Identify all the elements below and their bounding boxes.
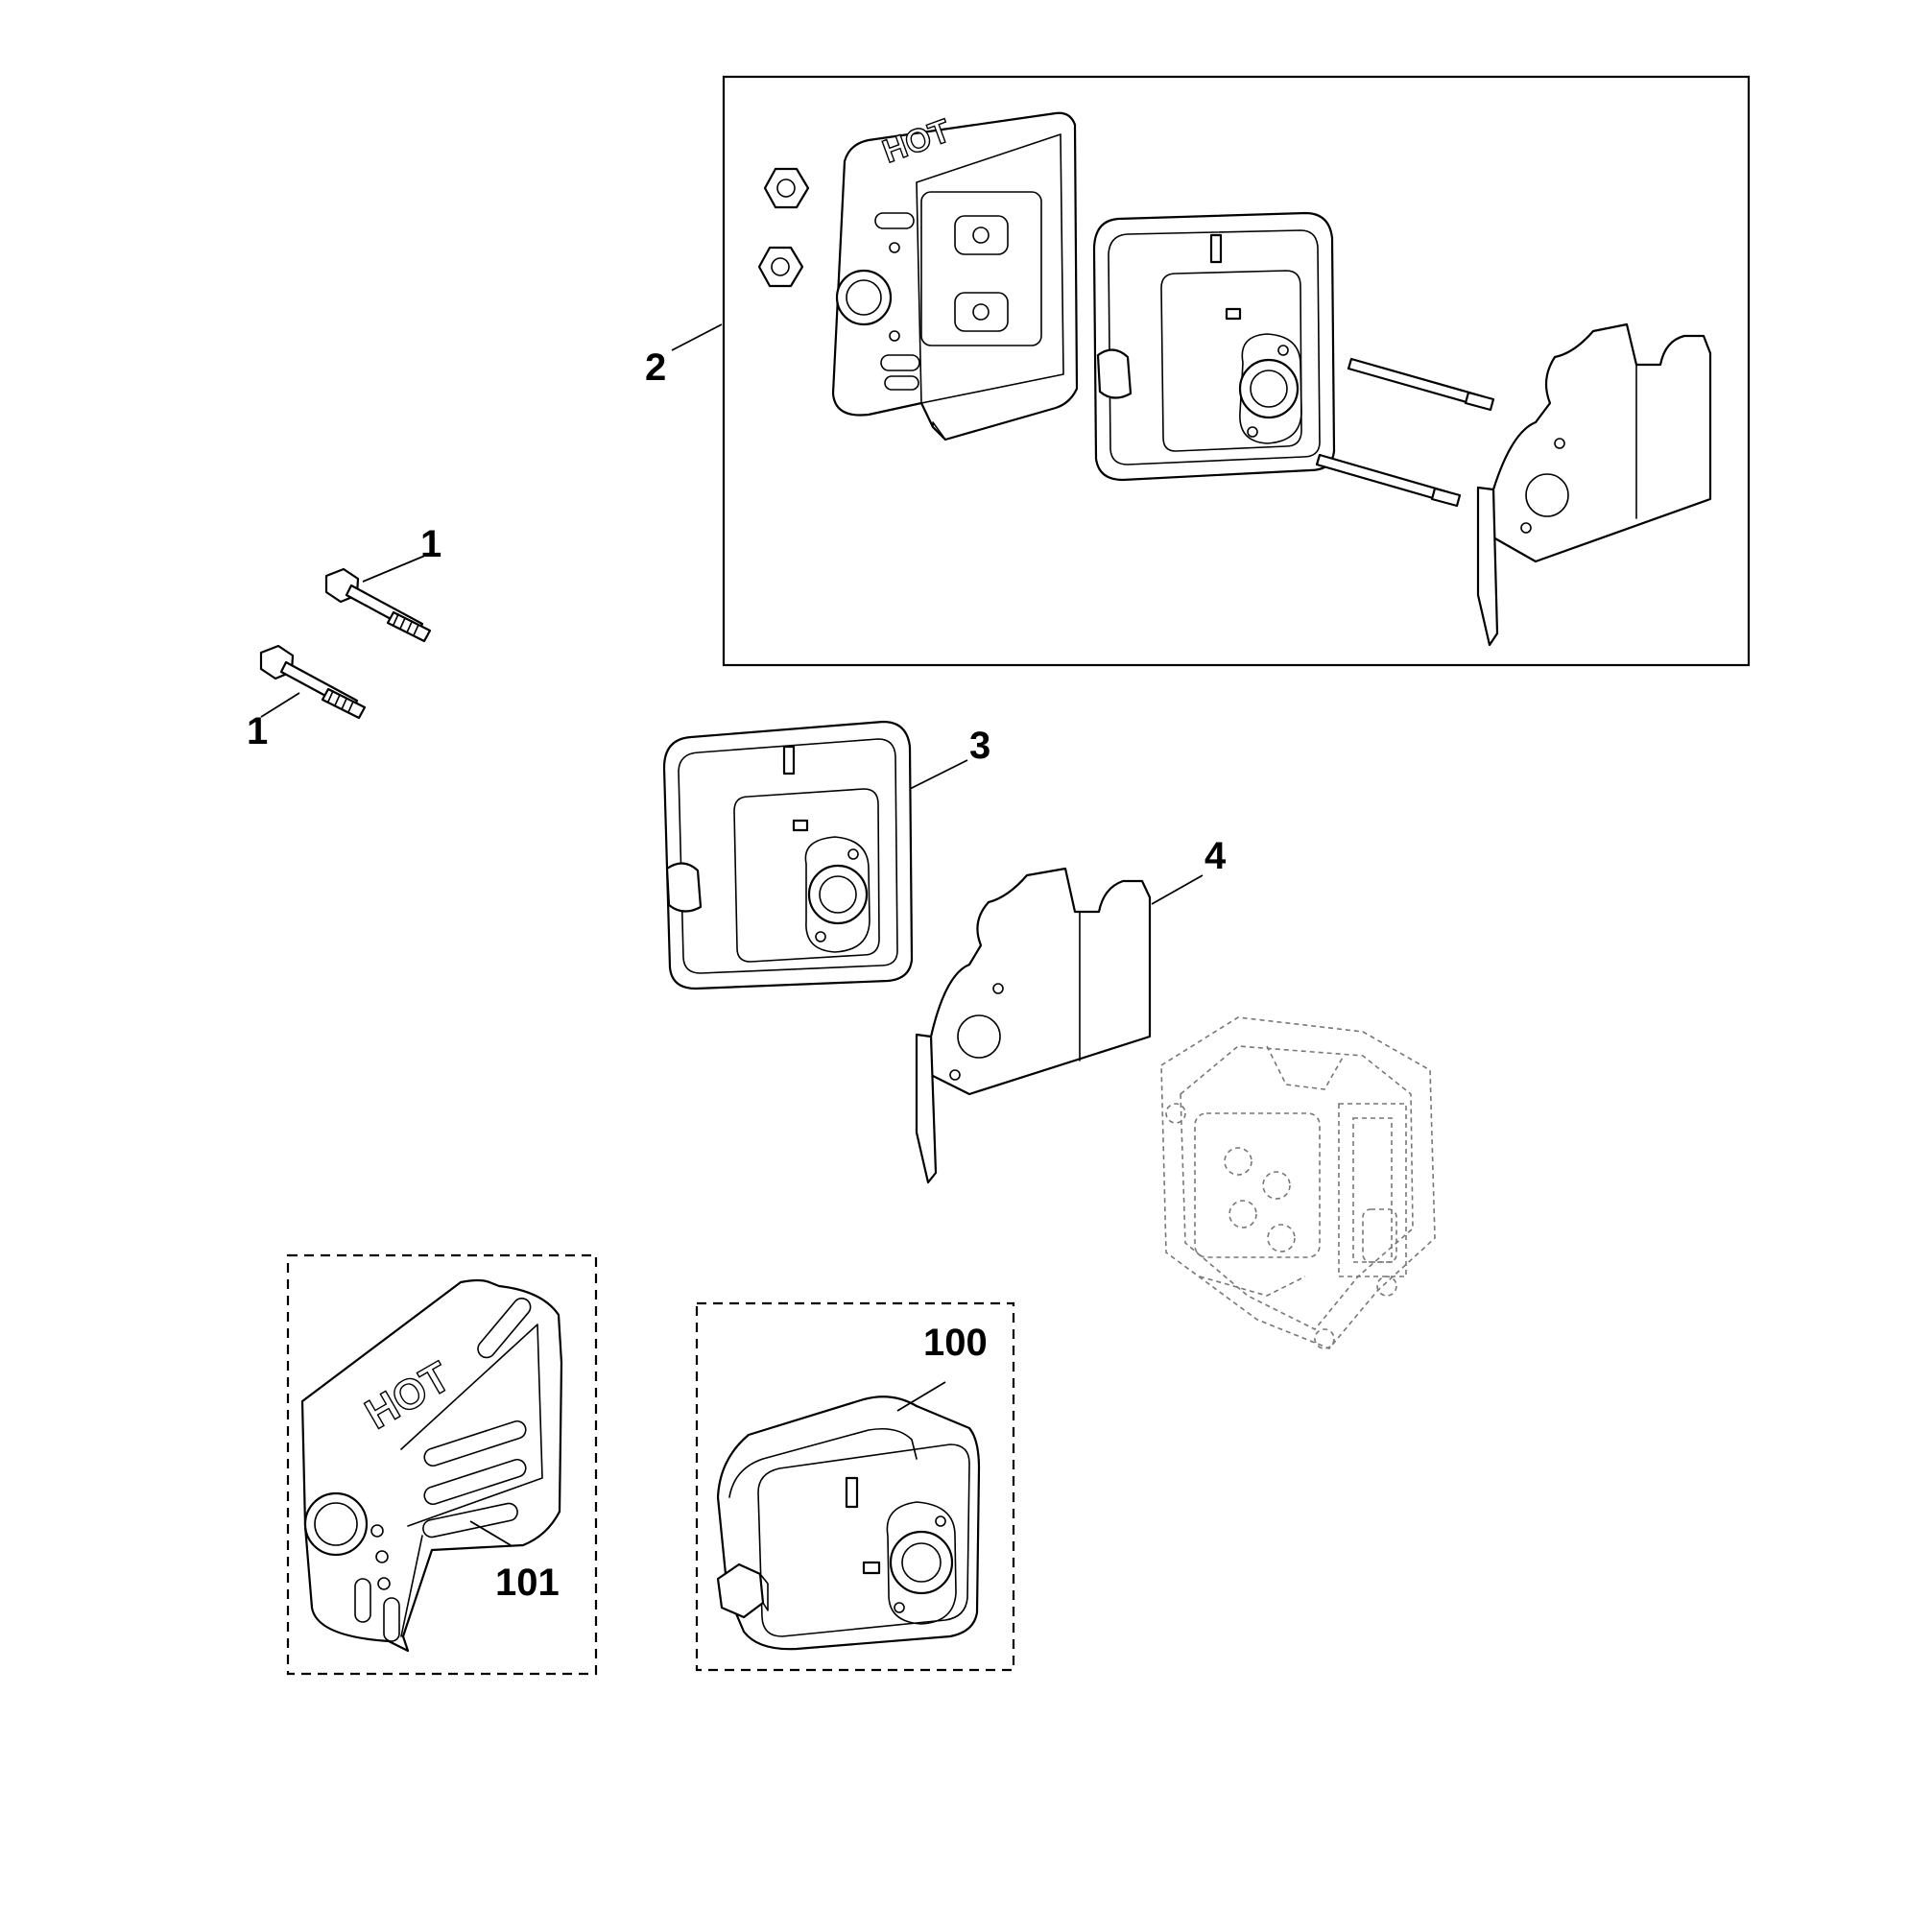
- kit-heat-shield: [1476, 322, 1712, 647]
- muffler-guard: HOT: [300, 1278, 563, 1653]
- kit-frame: [722, 75, 1751, 667]
- bolt-lower-leader-line: [260, 692, 300, 718]
- callout-2: 2: [645, 346, 666, 389]
- stud-lower: [1315, 453, 1462, 508]
- muffler-leader-line: [909, 759, 968, 790]
- flange-nut-lower: [757, 246, 804, 288]
- callout-101: 101: [495, 1562, 560, 1604]
- engine-reference-phantom: [1160, 1016, 1436, 1349]
- callout-3: 3: [969, 725, 990, 767]
- kit-leader-line: [671, 323, 723, 351]
- bolt-upper: [324, 567, 432, 643]
- muffler-alt: [716, 1395, 981, 1651]
- callout-100: 100: [923, 1322, 988, 1364]
- heat-shield-leader-line: [1151, 874, 1204, 905]
- bolt-upper-leader-line: [362, 554, 428, 583]
- callout-4: 4: [1205, 835, 1227, 877]
- callout-1-upper: 1: [420, 523, 441, 565]
- guard-option-frame: [286, 1253, 598, 1676]
- kit-muffler-guard: HOT: [831, 111, 1079, 441]
- guard-option-leader-line: [469, 1520, 512, 1546]
- kit-muffler: [1092, 211, 1336, 482]
- muffler: [662, 720, 914, 990]
- flange-nut-upper: [763, 167, 810, 209]
- muffler-option-leader-line: [896, 1381, 946, 1412]
- heat-shield: [915, 867, 1152, 1184]
- bolt-lower: [259, 644, 367, 720]
- muffler-option-frame: [695, 1301, 1015, 1672]
- stud-upper: [1347, 357, 1495, 412]
- callout-1-lower: 1: [247, 710, 268, 752]
